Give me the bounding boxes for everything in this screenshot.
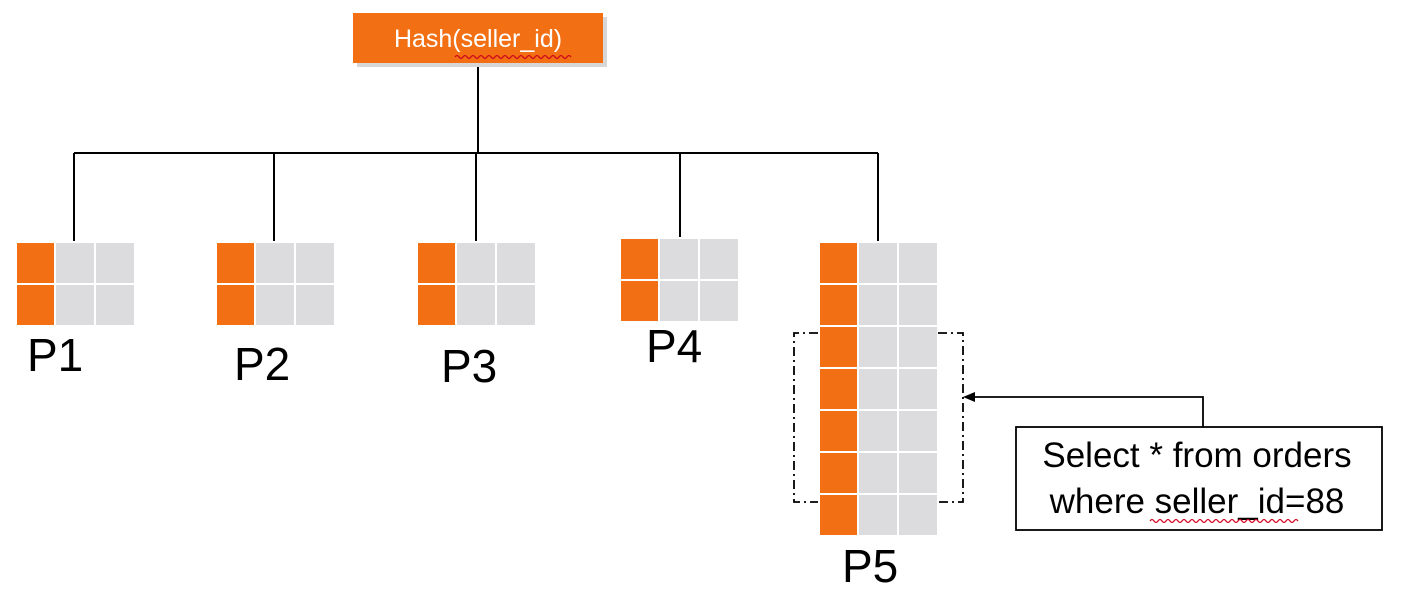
partition-grid-p2 bbox=[215, 241, 336, 327]
key-cell bbox=[619, 237, 660, 281]
data-cell bbox=[857, 283, 899, 327]
data-cell bbox=[857, 367, 899, 411]
data-cell bbox=[857, 409, 899, 453]
data-cell bbox=[294, 241, 336, 285]
data-cell bbox=[897, 283, 939, 327]
hash-node: Hash(seller_id) bbox=[353, 13, 607, 67]
data-cell bbox=[455, 241, 497, 285]
data-cell bbox=[897, 451, 939, 495]
hash-node-label: Hash(seller_id) bbox=[394, 25, 562, 53]
key-cell bbox=[818, 241, 859, 285]
query-box-frame bbox=[1015, 426, 1383, 531]
partition-grid-p5 bbox=[818, 241, 939, 537]
key-cell bbox=[416, 283, 457, 327]
data-cell bbox=[94, 241, 136, 285]
partition-labels: P1 P2 P3 P4 P5 bbox=[27, 320, 898, 592]
key-cell bbox=[215, 283, 256, 327]
data-cell bbox=[698, 237, 740, 281]
key-cell bbox=[619, 279, 660, 323]
key-cell bbox=[818, 325, 859, 369]
query-line-1: Select * from orders bbox=[1042, 436, 1351, 475]
partitions bbox=[15, 237, 939, 537]
data-cell bbox=[254, 283, 296, 327]
data-cell bbox=[897, 241, 939, 285]
query-arrow bbox=[963, 392, 1204, 427]
data-cell bbox=[294, 283, 336, 327]
data-cell bbox=[54, 241, 96, 285]
data-cell bbox=[254, 241, 296, 285]
data-cell bbox=[658, 237, 700, 281]
data-cell bbox=[658, 279, 700, 323]
partition-grid-p1 bbox=[15, 241, 136, 327]
data-cell bbox=[857, 241, 899, 285]
partition-grid-p4 bbox=[619, 237, 740, 323]
selection-bracket-left bbox=[793, 332, 818, 503]
data-cell bbox=[94, 283, 136, 327]
query-line-2: where seller_id=88 bbox=[1049, 482, 1345, 521]
partition-label-p2: P2 bbox=[234, 338, 290, 390]
data-cell bbox=[455, 283, 497, 327]
key-cell bbox=[818, 283, 859, 327]
key-cell bbox=[15, 241, 56, 285]
arrow-head-tip bbox=[963, 392, 975, 402]
key-cell bbox=[818, 493, 859, 537]
data-cell bbox=[54, 283, 96, 327]
hash-node-box bbox=[353, 13, 603, 63]
data-cell bbox=[897, 493, 939, 537]
spellcheck-underline-hash bbox=[454, 54, 572, 60]
key-cell bbox=[416, 241, 457, 285]
query-box: Select * from orders where seller_id=88 bbox=[1015, 426, 1383, 531]
partition-label-p5: P5 bbox=[842, 540, 898, 592]
data-cell bbox=[495, 283, 537, 327]
key-cell bbox=[15, 283, 56, 327]
data-cell bbox=[857, 451, 899, 495]
data-cell bbox=[897, 409, 939, 453]
key-cell bbox=[818, 409, 859, 453]
data-cell bbox=[857, 325, 899, 369]
selection-bracket-right bbox=[938, 332, 964, 503]
partition-grid-p3 bbox=[416, 241, 537, 327]
data-cell bbox=[897, 325, 939, 369]
data-cell bbox=[857, 493, 899, 537]
partition-label-p1: P1 bbox=[27, 329, 83, 381]
key-cell bbox=[818, 367, 859, 411]
data-cell bbox=[897, 367, 939, 411]
partition-label-p3: P3 bbox=[441, 340, 497, 392]
key-cell bbox=[215, 241, 256, 285]
tree-connectors bbox=[73, 62, 879, 242]
partition-label-p4: P4 bbox=[646, 320, 702, 372]
data-cell bbox=[698, 279, 740, 323]
selection-bracket bbox=[793, 332, 964, 503]
key-cell bbox=[818, 451, 859, 495]
data-cell bbox=[495, 241, 537, 285]
query-arrow-line bbox=[974, 396, 1204, 427]
spellcheck-underline-query bbox=[1149, 518, 1299, 524]
